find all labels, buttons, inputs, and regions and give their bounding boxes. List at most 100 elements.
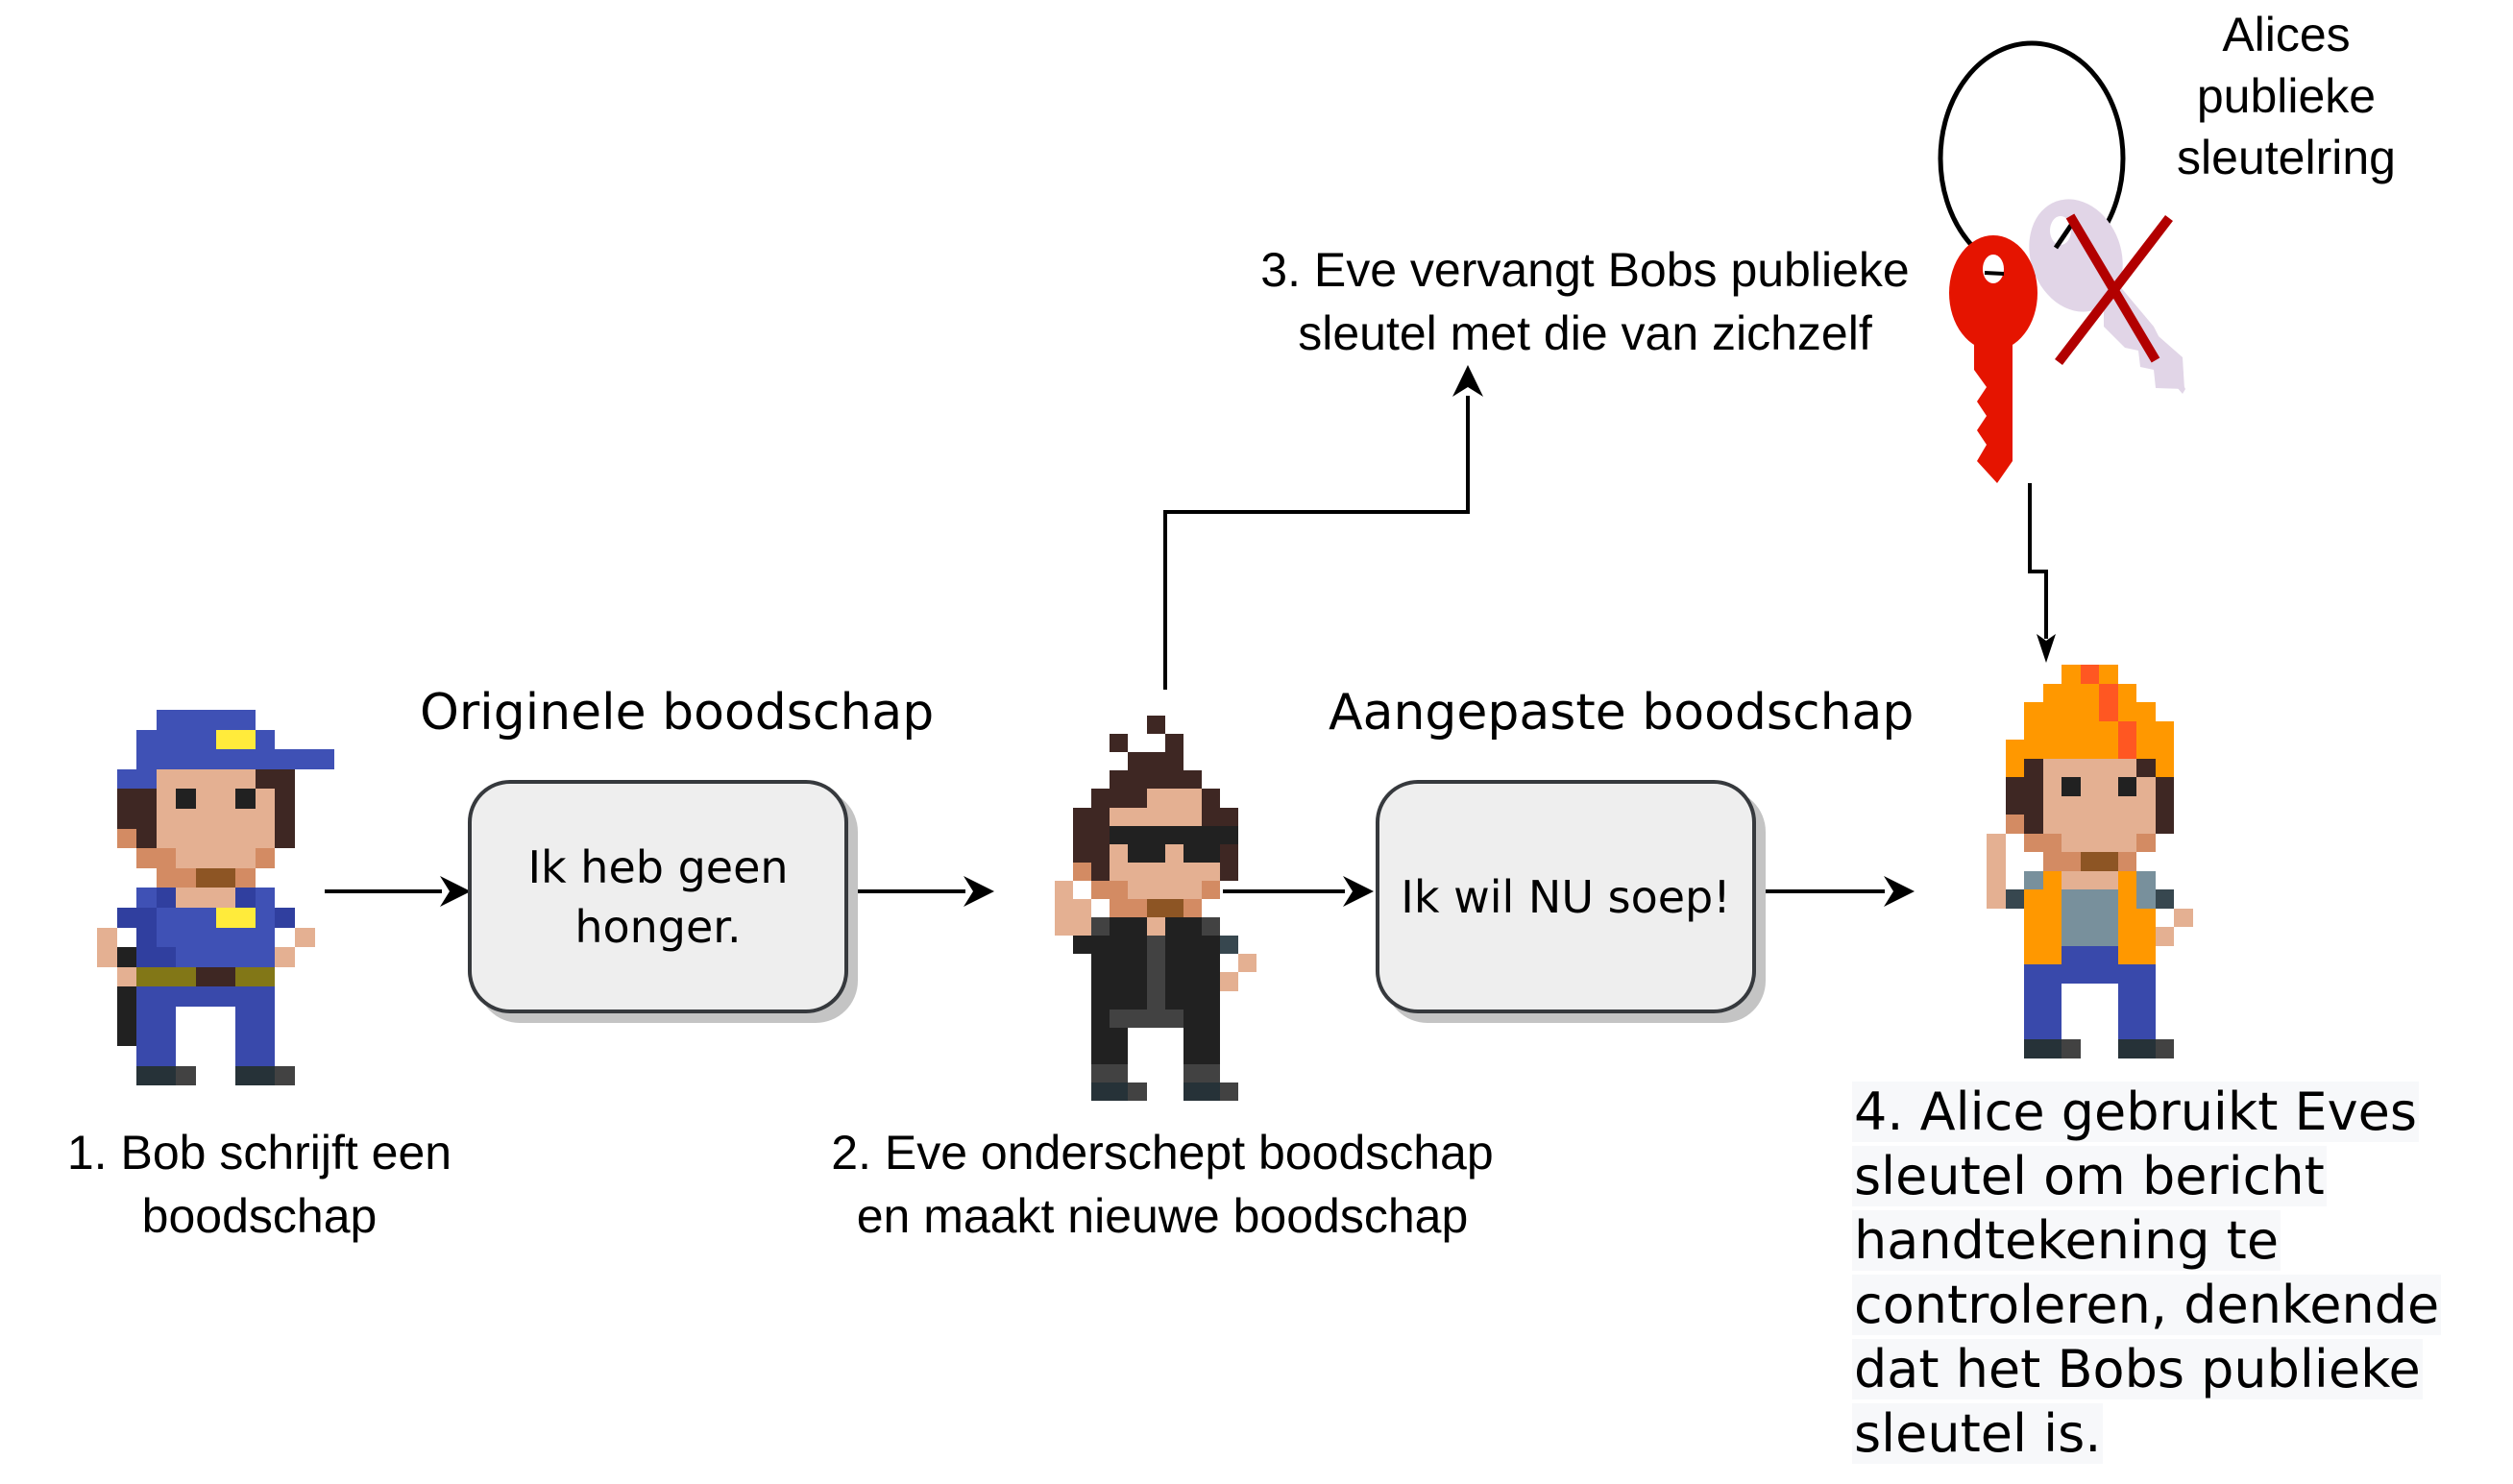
sprite-pixel: [117, 789, 157, 809]
sprite-pixel: [2062, 777, 2081, 796]
sprite-pixel: [2006, 777, 2043, 796]
sprite-pixel: [2062, 834, 2136, 852]
sprite-pixel: [1091, 1046, 1128, 1064]
sprite-pixel: [136, 1066, 176, 1085]
alice-caption-line: sleutel is.: [1852, 1403, 2104, 1464]
sprite-pixel: [157, 868, 196, 888]
sprite-pixel: [2118, 909, 2156, 927]
sprite-pixel: [2024, 1021, 2062, 1039]
sprite-pixel: [2081, 665, 2099, 684]
sprite-pixel: [2006, 796, 2043, 815]
sprite-pixel: [216, 730, 256, 749]
sprite-pixel: [2062, 946, 2118, 964]
sprite-pixel: [1091, 972, 1147, 991]
keyring-icon: [1938, 40, 2185, 483]
sprite-pixel: [176, 789, 196, 809]
sprite-pixel: [176, 848, 256, 868]
sprite-pixel: [157, 769, 256, 789]
sprite-pixel: [196, 789, 235, 809]
sprite-pixel: [2062, 871, 2118, 889]
sprite-pixel: [136, 829, 157, 848]
sprite-pixel: [2118, 740, 2136, 759]
sprite-pixel: [117, 967, 136, 986]
sprite-pixel: [2156, 777, 2174, 796]
sprite-pixel: [1091, 789, 1147, 808]
sprite-pixel: [1110, 770, 1202, 789]
sprite-pixel: [1202, 808, 1238, 826]
arrow-eve-to-step3: [1163, 365, 1483, 690]
sprite-pixel: [1165, 972, 1220, 991]
sprite-pixel: [136, 1046, 176, 1066]
sprite-pixel: [117, 769, 157, 789]
sprite-pixel: [1165, 936, 1220, 954]
sprite-pixel: [1147, 954, 1165, 972]
sprite-pixel: [1110, 917, 1147, 936]
sprite-pixel: [196, 967, 235, 986]
arrow-original-message-to-eve: [849, 876, 994, 907]
sprite-pixel: [2006, 740, 2118, 759]
sprite-pixel: [256, 888, 275, 908]
sprite-pixel: [1128, 881, 1202, 899]
sprite-pixel: [1091, 899, 1110, 917]
sprite-pixel: [216, 908, 256, 928]
sprite-pixel: [2099, 702, 2118, 721]
sprite-pixel: [2156, 796, 2174, 815]
alice-caption-line: 4. Alice gebruikt Eves: [1852, 1082, 2419, 1142]
sprite-pixel: [2118, 684, 2136, 702]
sprite-pixel: [136, 986, 275, 1007]
sprite-pixel: [1073, 881, 1091, 899]
sprite-pixel: [1128, 1083, 1147, 1101]
sprite-pixel: [1987, 852, 2006, 871]
sprite-pixel: [1091, 881, 1128, 899]
modified-message-box[interactable]: Ik wil NU soep!: [1376, 780, 1756, 1013]
sprite-pixel: [2118, 852, 2136, 871]
sprite-pixel: [2118, 889, 2136, 909]
eve-caption: 2. Eve onderschept boodschap en maakt ni…: [831, 1126, 1494, 1243]
sprite-pixel: [1220, 844, 1238, 863]
sprite-pixel: [256, 908, 275, 928]
sprite-pixel: [275, 809, 295, 829]
sprite-pixel: [275, 829, 295, 848]
sprite-pixel: [2118, 1002, 2156, 1021]
sprite-pixel: [1073, 936, 1147, 954]
step3-caption: 3. Eve vervangt Bobs publieke sleutel me…: [1260, 243, 1910, 360]
original-message-box[interactable]: Ik heb geen honger.: [468, 780, 848, 1013]
sprite-pixel: [136, 1027, 176, 1046]
sprite-pixel: [235, 967, 275, 986]
sprite-pixel: [235, 868, 256, 888]
sprite-pixel: [2118, 984, 2156, 1002]
sprite-pixel: [2024, 834, 2062, 852]
sprite-pixel: [136, 1007, 176, 1027]
sprite-pixel: [2024, 702, 2099, 721]
sprite-pixel: [1202, 789, 1220, 808]
sprite-pixel: [157, 710, 256, 730]
sprite-pixel: [1110, 863, 1220, 881]
sprite-pixel: [1073, 826, 1110, 844]
sprite-pixel: [2118, 927, 2156, 946]
sprite-pixel: [1165, 954, 1220, 972]
sprite-pixel: [275, 908, 295, 928]
sprite-pixel: [1202, 917, 1220, 936]
sprite-pixel: [2156, 1039, 2174, 1058]
sprite-pixel: [1183, 1064, 1220, 1083]
sprite-pixel: [117, 1027, 136, 1046]
sprite-pixel: [2062, 927, 2118, 946]
sprite-pixel: [1183, 1028, 1220, 1046]
sprite-pixel: [1165, 917, 1202, 936]
sprite-pixel: [1091, 917, 1110, 936]
sprite-pixel: [2043, 777, 2062, 796]
sprite-pixel: [157, 809, 275, 829]
sprite-pixel: [176, 947, 275, 967]
sprite-pixel: [1091, 1064, 1128, 1083]
sprite-pixel: [2024, 909, 2062, 927]
sprite-pixel: [1110, 808, 1202, 826]
sprite-pixel: [235, 1046, 275, 1066]
sprite-pixel: [2024, 721, 2118, 740]
sprite-pixel: [1055, 899, 1091, 917]
sprite-pixel: [196, 868, 235, 888]
sprite-pixel: [2136, 759, 2156, 777]
alice-caption-line: dat het Bobs publieke: [1852, 1339, 2423, 1399]
arrow-bob-to-original-message: [325, 876, 471, 907]
